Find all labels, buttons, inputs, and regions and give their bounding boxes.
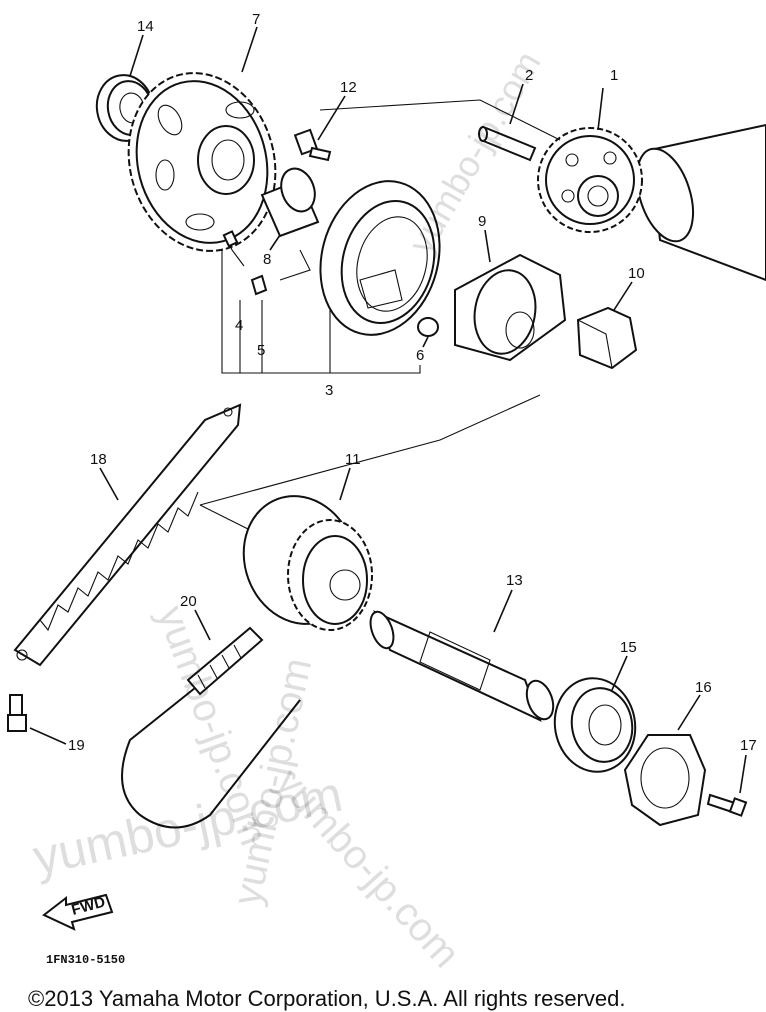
callout-14: 14 xyxy=(137,18,154,35)
callout-4: 4 xyxy=(235,317,243,334)
part-19-bolt xyxy=(7,694,27,732)
callout-16: 16 xyxy=(695,679,712,696)
starter-motor-housing xyxy=(635,123,766,282)
part-1-starter-gear xyxy=(537,127,643,233)
callout-6: 6 xyxy=(416,347,424,364)
part-17-bolt xyxy=(706,793,748,817)
callout-8: 8 xyxy=(263,251,271,268)
callout-19: 19 xyxy=(68,737,85,754)
fwd-arrow-icon: FWD xyxy=(42,894,114,931)
assembly-bracket xyxy=(199,99,561,531)
callout-17: 17 xyxy=(740,737,757,754)
part-6-roller xyxy=(417,317,439,337)
callout-2: 2 xyxy=(525,67,533,84)
callout-11: 11 xyxy=(345,451,361,468)
part-20-chain xyxy=(121,626,301,829)
callout-9: 9 xyxy=(478,213,486,230)
callout-10: 10 xyxy=(628,265,645,282)
callout-20: 20 xyxy=(180,593,197,610)
part-10-plug xyxy=(576,306,638,370)
part-3-starter-clutch xyxy=(319,180,441,336)
part-8-bushing xyxy=(260,167,320,238)
callout-12: 12 xyxy=(340,79,357,96)
part-12-screw xyxy=(293,128,332,162)
part-15-bearing xyxy=(553,677,637,773)
part-16-plate xyxy=(623,734,707,827)
part-18-chain-guide xyxy=(13,403,242,667)
callout-7: 7 xyxy=(252,11,260,28)
diagram-code: 1FN310-5150 xyxy=(46,953,126,967)
callout-18: 18 xyxy=(90,451,107,468)
copyright-notice: ©2013 Yamaha Motor Corporation, U.S.A. A… xyxy=(28,986,626,1011)
part-11-idle-gear xyxy=(242,495,373,631)
callout-1: 1 xyxy=(610,67,618,84)
part-4-5-spring-roller xyxy=(222,230,268,296)
callout-3: 3 xyxy=(325,382,333,399)
part-13-shaft xyxy=(369,610,555,722)
callout-15: 15 xyxy=(620,639,637,656)
part-7-large-gear xyxy=(127,72,277,252)
callout-5: 5 xyxy=(257,342,265,359)
part-2-pin xyxy=(478,126,537,162)
callout-13: 13 xyxy=(506,572,523,589)
part-9-clutch-boss xyxy=(454,253,567,362)
